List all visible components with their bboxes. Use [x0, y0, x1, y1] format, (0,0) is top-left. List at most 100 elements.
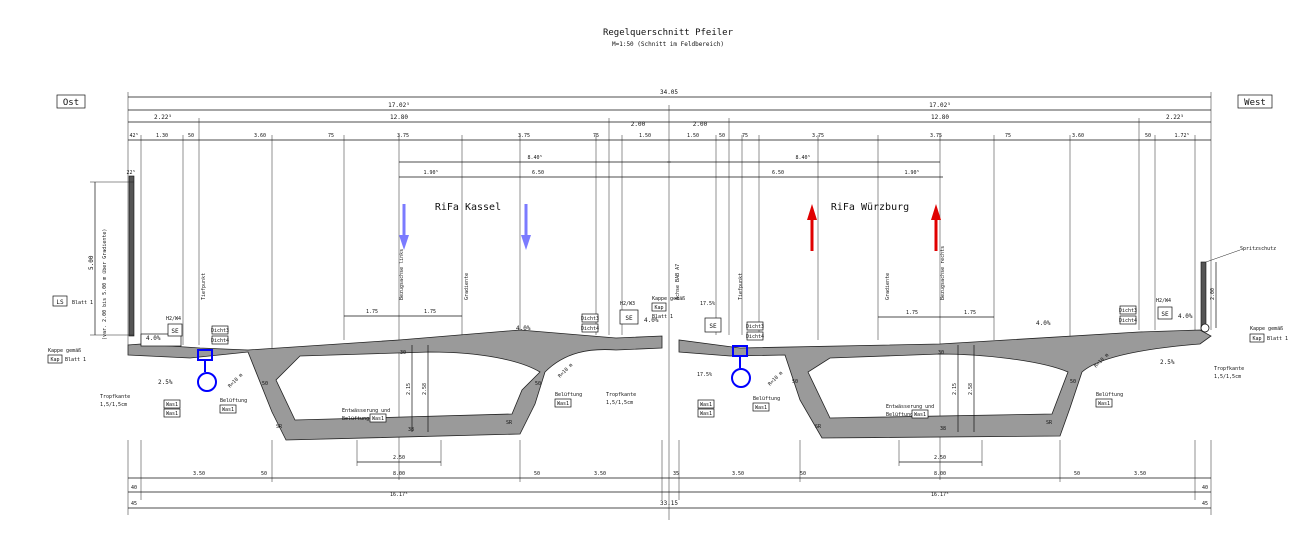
label-dicht3-center: Dicht3	[581, 316, 599, 322]
dim-row3-left-7: 75	[593, 133, 599, 139]
dim-cap-left: 2.22⁵	[154, 114, 172, 121]
label-was-r4: Was1	[1098, 401, 1110, 407]
label-r10-l2: R=10 m	[557, 362, 574, 379]
dim-half-left: 17.02⁵	[388, 102, 410, 109]
label-se-center-right: SE	[709, 323, 717, 330]
label-spritzschutz: Spritzschutz	[1240, 246, 1276, 252]
dim-edge-45-r: 45	[1202, 501, 1208, 507]
label-web50-l2: 50	[535, 381, 541, 387]
label-belueftung-l2: Belüftung	[555, 392, 582, 398]
label-h2w3: H2/W3	[620, 301, 635, 307]
west-side-box	[1237, 94, 1273, 109]
label-dicht4-left: Dicht4	[211, 338, 229, 344]
dim-bottom-350-2: 3.50	[732, 471, 744, 477]
label-tropfkante-size-c: 1,5/1,5cm	[606, 400, 633, 406]
label-was-r3: Was1	[755, 405, 767, 411]
top-dimension-chains: 34.05 17.02⁵ 17.02⁵ 2.22⁵ 2.22⁵ 12.80 12…	[127, 89, 1212, 520]
drainage-right	[731, 345, 751, 388]
label-dicht3-far-right: Dicht3	[1119, 308, 1137, 314]
label-web50-r1: 50	[792, 379, 798, 385]
label-dicht4-center: Dicht4	[581, 326, 599, 332]
dim-row3-right-8: 1.72⁵	[1174, 133, 1189, 139]
slope-right-underside: 2.5%	[1160, 359, 1175, 366]
label-se-left: SE	[171, 328, 179, 335]
label-was1-l: Was1	[372, 416, 384, 422]
dim-row3-right-6: 3.60	[1072, 133, 1084, 139]
dim-row3-left-2: 50	[188, 133, 194, 139]
east-side-box	[56, 94, 86, 109]
dim-bottom-350-0: 3.50	[193, 471, 205, 477]
label-achse: Achse BAB A7	[675, 264, 681, 300]
label-blatt-kap-right: Blatt 1	[1267, 336, 1288, 342]
label-bezugsachse-rechts: Bezugsachse rechts	[940, 246, 946, 300]
label-sr-l1: SR	[276, 424, 283, 430]
dim-mid-right: 2.00	[693, 121, 708, 128]
label-belueftung-r1: Belüftung	[753, 396, 780, 402]
label-kap-right: Kap	[1252, 336, 1261, 342]
cap-left: SE H2/W4 Dicht3 Dicht4 4.0%	[140, 316, 229, 347]
label-dicht4-far-right: Dicht4	[1119, 318, 1137, 324]
dim-row3-left-1: 1.30	[156, 133, 168, 139]
label-web50-r2: 50	[1070, 379, 1076, 385]
label-web38-l: 38	[408, 427, 414, 433]
cap-center: SE H2/W3 Dicht3 Dicht4 Kappe gemäß Kap B…	[581, 296, 764, 378]
dim-bottom-width-right: 16.17⁵	[931, 492, 949, 498]
dim-web-right-a: 1.75	[906, 310, 918, 316]
dim-row3-right-2: 75	[742, 133, 748, 139]
dim-bottom-800-right: 8.00	[934, 471, 946, 477]
label-was-r1: Was1	[700, 402, 712, 408]
dim-bottom-width-left: 16.17⁵	[390, 492, 408, 498]
label-belueftung2-r: Belüftung	[886, 412, 913, 418]
dim-row3-left-4: 75	[328, 133, 334, 139]
dim-carriage-left: 12.80	[390, 114, 408, 121]
slope-left-underside: 2.5%	[158, 379, 173, 386]
label-se-right: SE	[1161, 311, 1169, 318]
label-belueftung2-l: Belüftung	[342, 416, 369, 422]
dim-web-h-1: 2.58	[422, 383, 428, 395]
slope-right-cant: 4.0%	[1178, 313, 1193, 320]
label-belueftung-l1: Belüftung	[220, 398, 247, 404]
label-kappe-center: Kappe gemäß	[652, 296, 685, 302]
slope-left-cant: 4.0%	[146, 335, 161, 342]
dim-bottom-250-left: 2.50	[393, 455, 405, 461]
dim-row3-right-0: 1.50	[687, 133, 699, 139]
label-kap-center: Kap	[654, 305, 663, 311]
label-blatt-kap-left: Blatt 1	[65, 357, 86, 363]
label-r10-l1: R=10 m	[227, 372, 244, 389]
direction-label-wuerzburg: RiFa Würzburg	[831, 202, 909, 213]
dim-mid-left: 2.00	[631, 121, 646, 128]
dim-sub-left-a: 1.90⁵	[423, 170, 438, 176]
bottom-dimension-chains: 2.50 2.50 3.50 50 8.00 50 3.50 35 3.50 5…	[127, 440, 1212, 515]
drawing-subtitle: M=1:50 (Schnitt im Feldbereich)	[612, 41, 724, 48]
web-dims: 1.75 1.75 1.75 1.75 2.15 2.58 2.15 2.58	[344, 309, 994, 432]
dim-bottom-total: 33.15	[660, 500, 678, 507]
dim-sub-right-a: 6.50	[772, 170, 784, 176]
label-tropfkante-c: Tropfkante	[606, 392, 636, 398]
arrow-down-kassel-1	[399, 204, 409, 250]
dim-row3-left-0: 42⁵	[129, 133, 138, 139]
west-side-label: West	[1244, 98, 1266, 108]
dim-web-h-2: 2.15	[952, 383, 958, 395]
dim-top-22: 22⁵	[126, 170, 135, 176]
dim-row3-left-3: 3.60	[254, 133, 266, 139]
slope-center-a: 17.5%	[700, 301, 715, 307]
cap-right: SE H2/W4 Dicht3 Dicht4 4.0%	[1119, 298, 1210, 333]
dim-web-h-0: 2.15	[406, 383, 412, 395]
label-dicht4-right: Dicht4	[746, 334, 764, 340]
dim-web-right-b: 1.75	[964, 310, 976, 316]
dim-row3-left-8: 1.50	[639, 133, 651, 139]
slope-center-b: 17.5%	[697, 372, 712, 378]
arrow-up-wuerzburg-1	[807, 204, 817, 251]
noise-barrier-left: 5.00 (var. 2.00 bis 5.00 m über Gradient…	[52, 170, 136, 340]
label-was1-r: Was1	[914, 412, 926, 418]
dim-lane-right: 8.40⁵	[795, 155, 810, 161]
slope-right-deck: 4.0%	[1036, 320, 1051, 327]
direction-label-kassel: RiFa Kassel	[435, 202, 501, 213]
label-dicht3-left: Dicht3	[211, 328, 229, 334]
label-sr-r1: SR	[815, 424, 822, 430]
label-tropfkante-size-r: 1,5/1,5cm	[1214, 374, 1241, 380]
dim-edge-40-r: 40	[1202, 485, 1208, 491]
dim-height-right: 2.00	[1210, 288, 1216, 300]
label-belueftung-r2: Belüftung	[1096, 392, 1123, 398]
dim-row3-right-5: 75	[1005, 133, 1011, 139]
